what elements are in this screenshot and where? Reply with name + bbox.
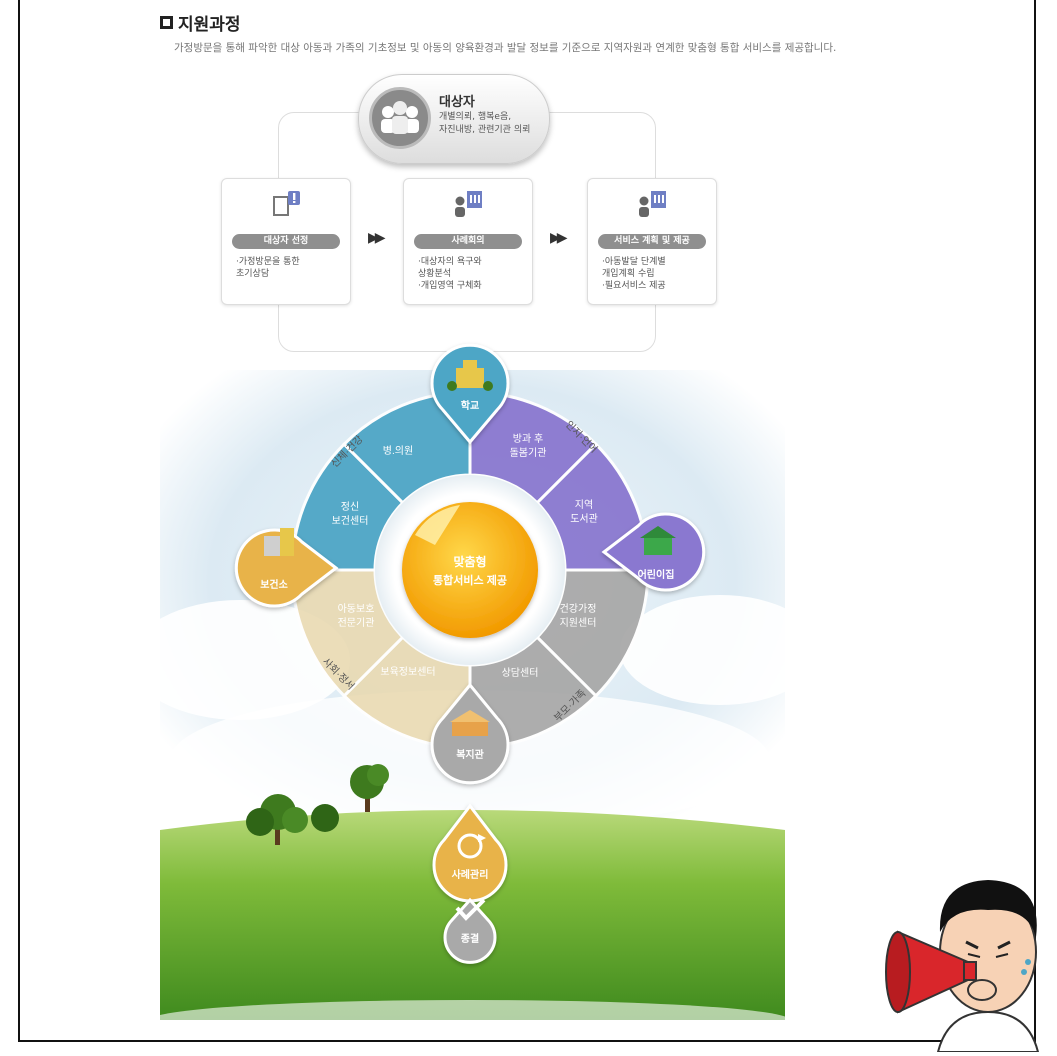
- center-badge: [402, 502, 538, 638]
- center-label-1: 맞춤형: [453, 554, 486, 569]
- segment-label-afterschool-2: 돌봄기관: [510, 447, 547, 459]
- arrow-icon: ▶▶: [550, 230, 567, 246]
- segment-label-library-2: 도서관: [570, 513, 598, 525]
- target-desc: 개별의뢰, 행복e음, 자진내방, 관련기관 의뢰: [439, 112, 531, 135]
- segment-label-afterschool-1: 방과 후: [513, 433, 543, 445]
- node-label-case-management: 사례관리: [452, 868, 489, 881]
- welfare-building-icon: [452, 722, 488, 736]
- arrow-icon: ▶▶: [368, 230, 385, 246]
- megaphone-icon: [885, 930, 977, 1014]
- section-title-text: 지원과정: [178, 15, 241, 35]
- node-label-daycare: 어린이집: [638, 568, 675, 581]
- megaphone-character-illustration: [885, 880, 1040, 1052]
- school-building-icon: [456, 368, 484, 388]
- tree-icon: [246, 794, 339, 845]
- tree-icon: [350, 764, 389, 812]
- meeting-icon: [636, 189, 670, 219]
- segment-label-hospital: 병.의원: [383, 445, 413, 457]
- segment-label-family-2: 지원센터: [560, 617, 597, 629]
- segment-label-mental-2: 보건센터: [332, 515, 369, 527]
- section-title: 지원과정: [160, 10, 241, 35]
- checkmark-icon: [455, 898, 486, 921]
- node-label-health-center: 보건소: [260, 578, 288, 591]
- content-frame: [18, 0, 1036, 1042]
- node-welfare-center: 복지관: [430, 682, 510, 785]
- step-card-service-plan: 서비스 계획 및 제공 ·아동발달 단계별 개입계획 수립 ·필요서비스 제공: [587, 178, 717, 305]
- meeting-icon: [452, 189, 486, 219]
- step-desc: ·가정방문을 통한 초기상담: [236, 257, 300, 279]
- daycare-building-icon: [644, 537, 672, 555]
- people-icon: [369, 87, 431, 149]
- document-alert-icon: [270, 189, 304, 219]
- section-subtitle: 가정방문을 통해 파악한 대상 아동과 가족의 기초정보 및 아동의 양육환경과…: [174, 42, 837, 54]
- step-label: 사례회의: [414, 234, 522, 249]
- step-desc: ·아동발달 단계별 개입계획 수립 ·필요서비스 제공: [602, 257, 666, 291]
- node-label-welfare-center: 복지관: [456, 748, 484, 761]
- cycle-arrows-icon: [457, 833, 483, 859]
- segment-label-protection-1: 아동보호: [338, 603, 375, 615]
- node-health-center: 보건소: [234, 528, 339, 608]
- segment-label-protection-2: 전문기관: [338, 617, 375, 629]
- step-card-case-meeting: 사례회의 ·대상자의 욕구와 상황분석 ·개입영역 구체화: [403, 178, 533, 305]
- node-label-closure: 종결: [461, 932, 479, 945]
- segment-label-counseling: 상담센터: [502, 667, 539, 679]
- segment-label-mental-1: 정신: [341, 501, 359, 513]
- node-school: 학교: [430, 343, 510, 445]
- step-desc: ·대상자의 욕구와 상황분석 ·개입영역 구체화: [418, 257, 482, 291]
- center-label-2: 통합서비스 제공: [433, 573, 507, 587]
- step-label: 서비스 계획 및 제공: [598, 234, 706, 249]
- target-title: 대상자: [439, 95, 475, 110]
- service-wheel-scene: 맞춤형 통합서비스 제공 병.의원 정신 보건센터 방과 후 돌봄기관 지역 도…: [160, 343, 785, 1020]
- step-label: 대상자 선정: [232, 234, 340, 249]
- node-daycare: 어린이집: [601, 512, 706, 592]
- square-bullet-icon: [160, 16, 173, 29]
- segment-label-family-1: 건강가정: [560, 603, 597, 615]
- curl-highlight: [415, 505, 460, 545]
- node-label-school: 학교: [461, 399, 479, 412]
- step-card-selection: 대상자 선정 ·가정방문을 통한 초기상담: [221, 178, 351, 305]
- segment-label-library-1: 지역: [575, 499, 593, 511]
- node-closure: 종결: [443, 897, 497, 964]
- segment-label-childcare-info: 보육정보센터: [380, 666, 435, 678]
- cloud: [620, 595, 785, 705]
- target-box: 대상자 개별의뢰, 행복e음, 자진내방, 관련기관 의뢰: [358, 74, 550, 164]
